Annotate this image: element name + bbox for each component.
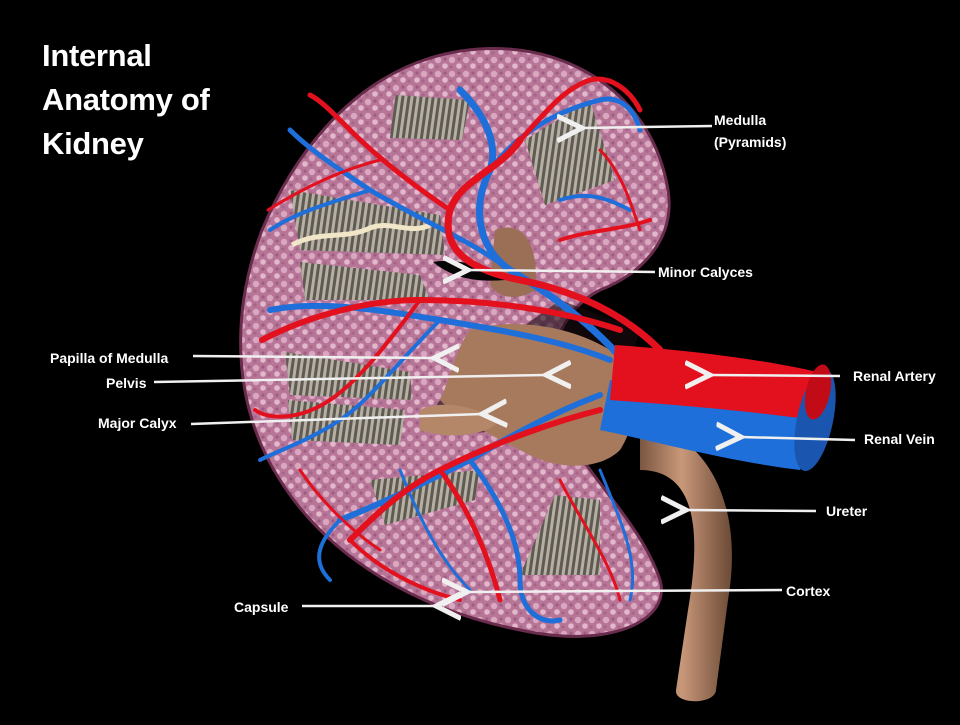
label-cortex: Cortex	[786, 583, 831, 599]
label-renal-vein: Renal Vein	[864, 431, 935, 447]
pointer-renal-vein	[741, 437, 856, 440]
renal-artery-trunk	[610, 345, 830, 420]
label-papilla: Papilla of Medulla	[50, 350, 169, 366]
label-capsule: Capsule	[234, 599, 289, 615]
pointer-medulla	[582, 126, 713, 128]
pyramid	[290, 190, 445, 255]
medullary-pyramids	[285, 95, 615, 575]
title-line-3: Kidney	[42, 126, 144, 161]
label-medulla: Medulla	[714, 112, 767, 128]
label-major-calyx: Major Calyx	[98, 415, 177, 431]
vessel-cut-end	[804, 364, 832, 420]
pointer-minor-calyces	[468, 270, 656, 272]
papilla-vessel	[290, 222, 432, 248]
pointer-papilla	[192, 356, 434, 358]
pyramid	[285, 352, 412, 400]
pyramid	[525, 100, 615, 205]
label-pointers	[153, 126, 856, 606]
label-renal-artery: Renal Artery	[853, 368, 936, 384]
pyramid	[390, 95, 470, 140]
label-minor-calyces: Minor Calyces	[658, 264, 753, 280]
pointer-cortex	[467, 590, 783, 592]
pointer-pelvis	[153, 375, 546, 382]
ureter-tube	[640, 420, 732, 702]
label-pelvis: Pelvis	[106, 375, 147, 391]
pointer-renal-artery	[710, 375, 841, 376]
label-pyramids: (Pyramids)	[714, 134, 787, 150]
page-title: Internal Anatomy of Kidney	[42, 34, 210, 166]
label-ureter: Ureter	[826, 503, 868, 519]
pointer-major-calyx	[190, 414, 482, 424]
pyramid	[300, 262, 430, 300]
renal-pelvis	[440, 324, 634, 466]
pointer-ureter	[686, 510, 817, 511]
renal-arteries	[253, 76, 664, 603]
renal-veins	[258, 86, 644, 624]
title-line-2: Anatomy of	[42, 82, 210, 117]
title-line-1: Internal	[42, 38, 152, 73]
